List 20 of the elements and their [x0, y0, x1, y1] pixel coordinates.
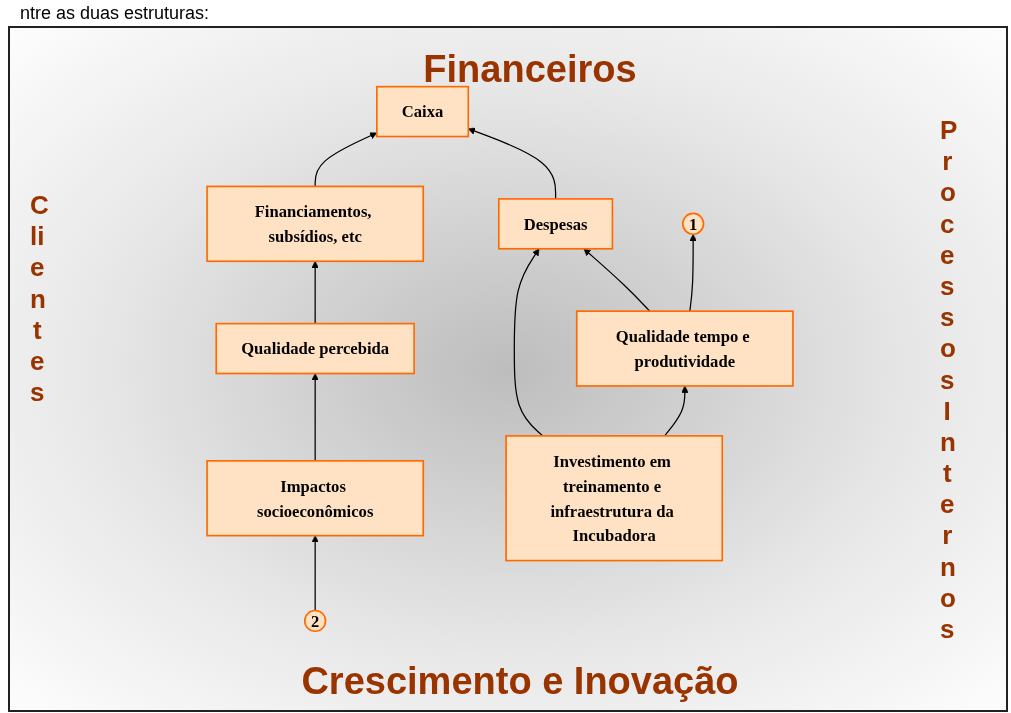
arrow [311, 535, 319, 612]
quadrant-heading: Crescimento e Inovação [300, 660, 740, 703]
arrow [311, 373, 319, 462]
node-box: Investimento em treinamento e infraestrutura da Incubadora [505, 435, 724, 562]
arrow [513, 248, 544, 437]
node-box: Financiamentos, subsídios, etc [206, 185, 425, 263]
node-circle: 1 [681, 212, 705, 236]
arrow [583, 248, 651, 312]
node-box: Despesas [497, 198, 614, 250]
arrow [311, 260, 319, 325]
quadrant-heading: Processos Internos [940, 115, 955, 646]
arrow [689, 233, 697, 312]
node-circle: 2 [303, 609, 327, 633]
arrow [664, 385, 689, 437]
node-box: Caixa [376, 85, 470, 138]
node-box: Qualidade tempo e produtividade [575, 310, 794, 387]
node-box: Qualidade percebida [215, 322, 415, 375]
note-text: ntre as duas estruturas: [20, 2, 210, 24]
arrow [314, 132, 378, 188]
node-box: Impactos socioeconômicos [206, 460, 425, 537]
